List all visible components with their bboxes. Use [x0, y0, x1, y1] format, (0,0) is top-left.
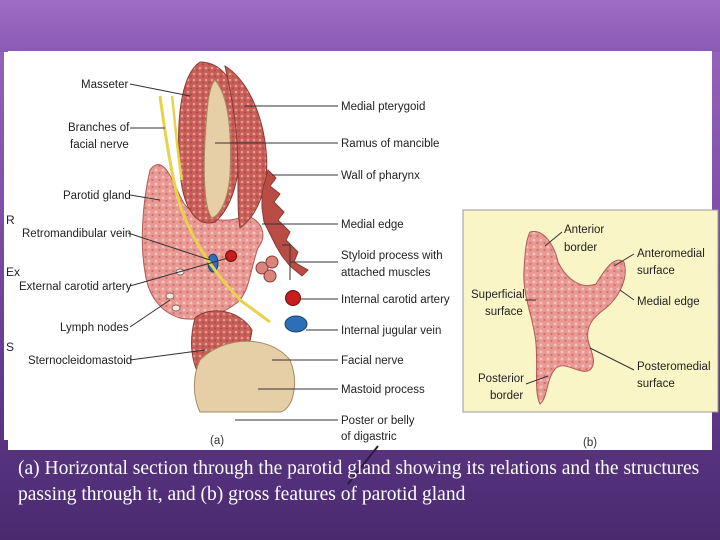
label-ramus-of-mandible: Ramus of mancible — [341, 138, 439, 150]
label-superficial: Superficial — [471, 289, 525, 301]
edge-fragment-3: S — [6, 340, 15, 354]
label-masseter: Masseter — [81, 79, 128, 91]
lymph-node-2 — [171, 304, 181, 312]
label-attached-muscles: attached muscles — [341, 267, 431, 279]
label-medial-edge-b: Medial edge — [637, 296, 700, 308]
label-wall-of-pharynx: Wall of pharynx — [341, 170, 420, 182]
label-anterior: Anterior — [564, 224, 604, 236]
label-lymph-nodes: Lymph nodes — [60, 322, 129, 334]
slide-top-band — [0, 0, 720, 52]
label-parotid-gland: Parotid gland — [63, 190, 131, 202]
label-anterior-border: border — [564, 242, 597, 254]
label-medial-pterygoid: Medial pterygoid — [341, 101, 425, 113]
facial-nerve-branch-shape — [170, 95, 184, 181]
parotid-gland-shape — [141, 164, 264, 320]
mastoid-process-shape — [193, 340, 296, 413]
label-medial-edge-a: Medial edge — [341, 219, 404, 231]
label-retromandibular-vein: Retromandibular vein — [22, 228, 131, 240]
styloid-muscle-1 — [255, 261, 269, 275]
edge-fragment-2: Ex — [6, 265, 21, 279]
label-internal-carotid-artery: Internal carotid artery — [341, 294, 450, 306]
label-of-digastric: of digastric — [341, 431, 397, 443]
label-posterior: Posterior — [478, 373, 524, 385]
leader-lines-right — [215, 105, 338, 421]
label-posteromedial-surface: surface — [637, 378, 675, 390]
label-posterior-border: border — [490, 390, 523, 402]
panel-b-gland-shape — [523, 231, 626, 405]
edge-fragment-1: R — [6, 213, 15, 227]
left-strip — [4, 52, 20, 440]
label-branches-of: Branches of — [68, 122, 130, 134]
sublabel-b: (b) — [583, 437, 597, 449]
leader-lines-b — [525, 231, 635, 385]
label-facial-nerve: Facial nerve — [341, 355, 404, 367]
facial-nerve-shape — [158, 95, 271, 324]
label-facial-nerve-branch: facial nerve — [70, 139, 129, 151]
external-carotid-artery-shape — [225, 250, 237, 262]
leader-lines-left — [127, 83, 229, 361]
figure-caption: (a) Horizontal section through the parot… — [18, 458, 700, 505]
styloid-muscle-3 — [263, 269, 277, 283]
ramus-shape — [203, 79, 231, 219]
label-styloid-process: Styloid process with — [341, 250, 443, 262]
lymph-node-1 — [165, 292, 175, 300]
label-superficial-surface: surface — [485, 306, 523, 318]
label-anteromedial-surface: surface — [637, 265, 675, 277]
internal-carotid-artery-shape — [285, 290, 301, 306]
label-posterior-belly: Poster or belly — [341, 415, 415, 427]
label-posteromedial: Posteromedial — [637, 361, 711, 373]
label-internal-jugular-vein: Internal jugular vein — [341, 325, 441, 337]
decorative-slash — [347, 445, 379, 485]
label-external-carotid-artery: External carotid artery — [19, 281, 132, 293]
label-anteromedial: Anteromedial — [637, 248, 705, 260]
label-sternocleidomastoid: Sternocleidomastoid — [28, 355, 132, 367]
sublabel-a: (a) — [210, 435, 224, 447]
styloid-muscle-2 — [265, 255, 279, 269]
medial-pterygoid-shape — [224, 64, 268, 229]
internal-jugular-vein-shape — [284, 315, 308, 333]
label-mastoid-process: Mastoid process — [341, 384, 425, 396]
